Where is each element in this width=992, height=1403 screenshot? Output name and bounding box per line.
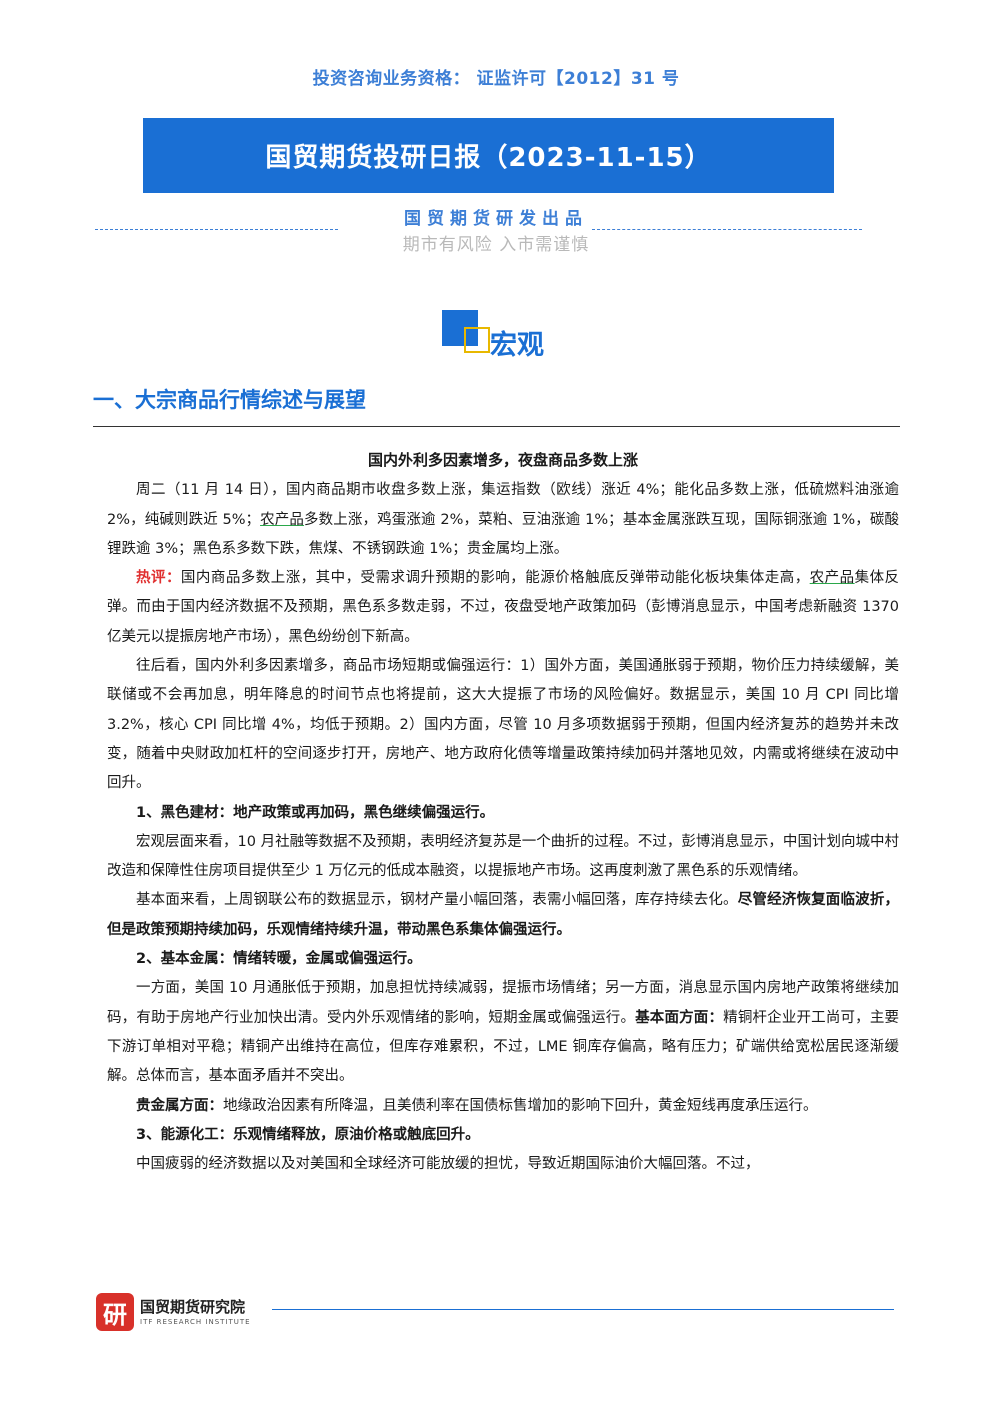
- footer-institute-name: 国贸期货研究院: [140, 1298, 246, 1316]
- paragraph-ferrous-fundamentals: 基本面来看，上周钢联公布的数据显示，钢材产量小幅回落，表需小幅回落，库存持续去化…: [107, 886, 899, 945]
- paragraph-hot-comment: 热评：国内商品多数上涨，其中，受需求调升预期的影响，能源价格触底反弹带动能化板块…: [107, 564, 899, 652]
- section-title: 宏观: [490, 330, 544, 361]
- heading-commodity-overview: 一、大宗商品行情综述与展望: [93, 388, 366, 412]
- report-title-banner: 国贸期货投研日报（2023-11-15）: [143, 118, 834, 193]
- text-run-underlined: 农产品: [260, 511, 305, 528]
- article-body: 国内外利多因素增多，夜盘商品多数上涨 周二（11 月 14 日），国内商品期市收…: [107, 446, 899, 1179]
- publisher-line: 国贸期货研发出品: [404, 209, 588, 229]
- subheading-base-metals: 2、基本金属：情绪转暖，金属或偏强运行。: [136, 951, 422, 968]
- text-run: 精铜杆企业开工尚可，主要下游订单相对平稳；精铜产出维持在高位，但库存难累积，不过…: [107, 1009, 900, 1085]
- paragraph-energy-chem: 中国疲弱的经济数据以及对美国和全球经济可能放缓的担忧，导致近期国际油价大幅回落。…: [136, 1156, 760, 1173]
- text-run: 一方面，美国 10 月通胀低于预期，加息担忧持续减弱，提振市场情绪；另一方面，消…: [107, 980, 899, 1026]
- paragraph-ferrous-macro: 宏观层面来看，10 月社融等数据不及预期，表明经济复苏是一个曲折的过程。不过，彭…: [107, 833, 899, 880]
- research-institute-logo: 研: [96, 1293, 134, 1331]
- text-run: 基本面来看，上周钢联公布的数据显示，钢材产量小幅回落，表需小幅回落，库存持续去化…: [136, 892, 738, 909]
- text-run: 集体反弹。而由于国内经济数据不及预期，黑色系多数走弱，不过，夜盘受地产政策加码（…: [107, 570, 900, 645]
- paragraph-base-metals: 一方面，美国 10 月通胀低于预期，加息担忧持续减弱，提振市场情绪；另一方面，消…: [107, 974, 899, 1091]
- text-run-bold: 贵金属方面：: [136, 1097, 223, 1114]
- footer-rule: [272, 1309, 894, 1310]
- section-outline-square-icon: [464, 327, 490, 353]
- text-run-underlined: 农产品: [809, 570, 855, 587]
- subheading-energy-chem: 3、能源化工：乐观情绪释放，原油价格或触底回升。: [136, 1126, 480, 1143]
- text-run: 地缘政治因素有所降温，且美债利率在国债标售增加的影响下回升，黄金短线再度承压运行…: [223, 1097, 818, 1114]
- text-run-bold: 尽管经济恢复面临波折，但是政策预期持续加码，乐观情绪持续升温，带动黑色系集体偏强…: [107, 892, 899, 938]
- subheading-ferrous: 1、黑色建材：地产政策或再加码，黑色继续偏强运行。: [136, 804, 495, 821]
- text-run: 周二（11 月 14 日），国内商品期市收盘多数上涨，集运指数（欧线）涨近 4%…: [107, 482, 899, 528]
- hot-comment-label: 热评：: [136, 570, 181, 587]
- paragraph-precious-metals: 贵金属方面：地缘政治因素有所降温，且美债利率在国债标售增加的影响下回升，黄金短线…: [107, 1092, 899, 1121]
- dashed-divider-left: [95, 229, 338, 230]
- heading-rule: [93, 426, 900, 427]
- dashed-divider-right: [592, 229, 862, 230]
- license-line: 投资咨询业务资格： 证监许可【2012】31 号: [312, 69, 680, 89]
- risk-warning: 期市有风险 入市需谨慎: [402, 235, 590, 255]
- text-run: 国内商品多数上涨，其中，受需求调升预期的影响，能源价格触底反弹带动能化板块集体走…: [180, 570, 810, 587]
- text-run: 多数上涨，鸡蛋涨逾 2%，菜粕、豆油涨逾 1%；基本金属涨跌互现，国际铜涨逾 1…: [107, 511, 899, 557]
- text-run-bold: 基本面方面：: [635, 1009, 724, 1026]
- paragraph-market-summary: 周二（11 月 14 日），国内商品期市收盘多数上涨，集运指数（欧线）涨近 4%…: [107, 476, 899, 564]
- footer-institute-subtitle: ITF RESEARCH INSTITUTE: [140, 1318, 251, 1326]
- article-title: 国内外利多因素增多，夜盘商品多数上涨: [367, 451, 638, 469]
- paragraph-outlook: 往后看，国内外利多因素增多，商品市场短期或偏强运行：1）国外方面，美国通胀弱于预…: [107, 658, 899, 792]
